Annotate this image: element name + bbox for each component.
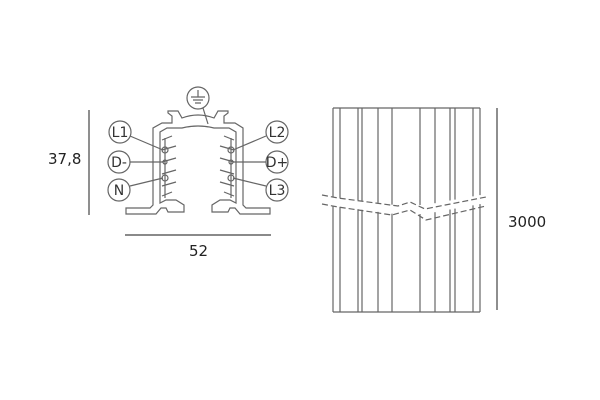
label-d-plus: D+ bbox=[266, 155, 289, 171]
track-length-view bbox=[321, 107, 487, 313]
label-l2: L2 bbox=[269, 125, 286, 141]
break-line-bottom bbox=[321, 203, 487, 221]
rail-lines bbox=[332, 108, 481, 312]
label-circle-l1 bbox=[108, 120, 132, 144]
height-dimension-label: 37,8 bbox=[48, 150, 82, 168]
label-n: N bbox=[114, 183, 124, 199]
label-d-minus: D- bbox=[111, 155, 127, 171]
label-circle-l2 bbox=[265, 120, 289, 144]
left-contacts bbox=[161, 135, 177, 198]
label-l3: L3 bbox=[269, 183, 286, 199]
label-circle-n bbox=[107, 178, 131, 202]
width-dimension-label: 52 bbox=[189, 242, 209, 260]
label-circle-d-minus bbox=[107, 150, 131, 174]
length-dimension-label: 3000 bbox=[508, 213, 547, 231]
profile-outline bbox=[125, 110, 271, 215]
earth-ground-icon bbox=[191, 90, 205, 104]
leader-lines bbox=[129, 107, 267, 187]
track-profile bbox=[107, 86, 289, 215]
right-contacts bbox=[219, 135, 235, 198]
earth-circle bbox=[186, 86, 210, 110]
break-line-top bbox=[321, 194, 487, 210]
label-circle-d-plus bbox=[265, 150, 289, 174]
label-circle-l3 bbox=[265, 178, 289, 202]
label-l1: L1 bbox=[112, 125, 129, 141]
